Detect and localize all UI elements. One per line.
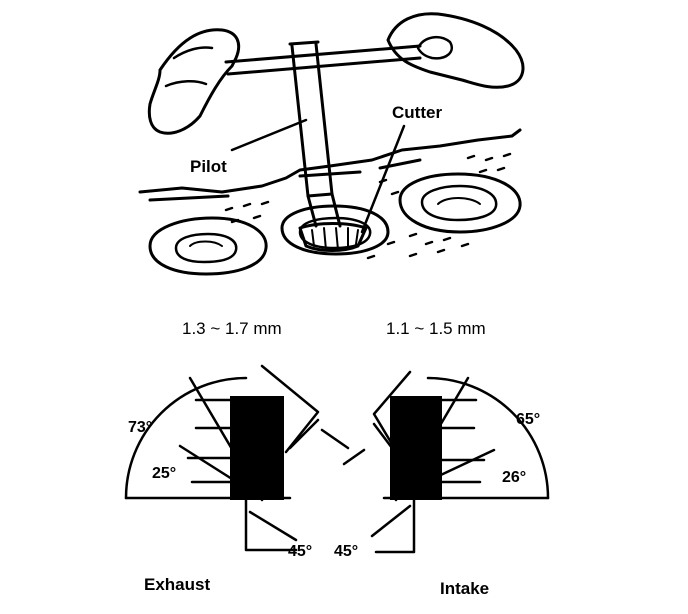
exhaust-73-label: 73°	[128, 419, 152, 436]
intake-65-label: 65°	[516, 411, 540, 428]
intake-26-label: 26°	[502, 469, 526, 486]
exhaust-seat-block	[230, 396, 284, 500]
right-valve-seat	[398, 172, 522, 234]
t-handle-wrench	[224, 40, 422, 228]
cutter-head	[298, 222, 368, 252]
exhaust-45-label: 45°	[288, 543, 312, 560]
exhaust-seat-diagram: 73° 25° 45°	[124, 364, 350, 560]
intake-45-line	[370, 496, 416, 554]
cutter-label: Cutter	[392, 103, 442, 122]
exhaust-angle-arc	[124, 376, 248, 500]
right-hand	[386, 12, 525, 89]
exhaust-25-label: 25°	[152, 465, 176, 482]
exhaust-valve-face	[260, 364, 350, 454]
intake-angle-arc	[426, 376, 550, 500]
cutter-leader-line	[360, 124, 406, 234]
left-hand	[147, 28, 241, 135]
pilot-label: Pilot	[190, 157, 227, 176]
intake-seat-block	[390, 396, 442, 500]
intake-seat-diagram: 65° 26° 45°	[334, 370, 550, 560]
centre-valve-seat	[280, 204, 390, 256]
exhaust-caption: Exhaust	[144, 575, 210, 594]
exhaust-width-dimension: 1.3 ~ 1.7 mm	[182, 319, 282, 338]
left-valve-seat	[148, 216, 268, 276]
intake-valve-face	[342, 370, 412, 466]
right-hand-fingers	[416, 35, 453, 60]
intake-caption: Intake	[440, 579, 489, 598]
exhaust-reference-lines	[186, 398, 234, 484]
exhaust-45-line	[244, 496, 298, 552]
intake-width-dimension: 1.1 ~ 1.5 mm	[386, 319, 486, 338]
valve-seat-cutter-illustration: Pilot Cutter	[138, 12, 525, 276]
intake-reference-lines	[438, 398, 486, 484]
intake-45-label: 45°	[334, 543, 358, 560]
left-hand-fingers	[164, 46, 214, 88]
pilot-leader-line	[230, 118, 308, 152]
head-bolt-holes	[224, 152, 512, 260]
